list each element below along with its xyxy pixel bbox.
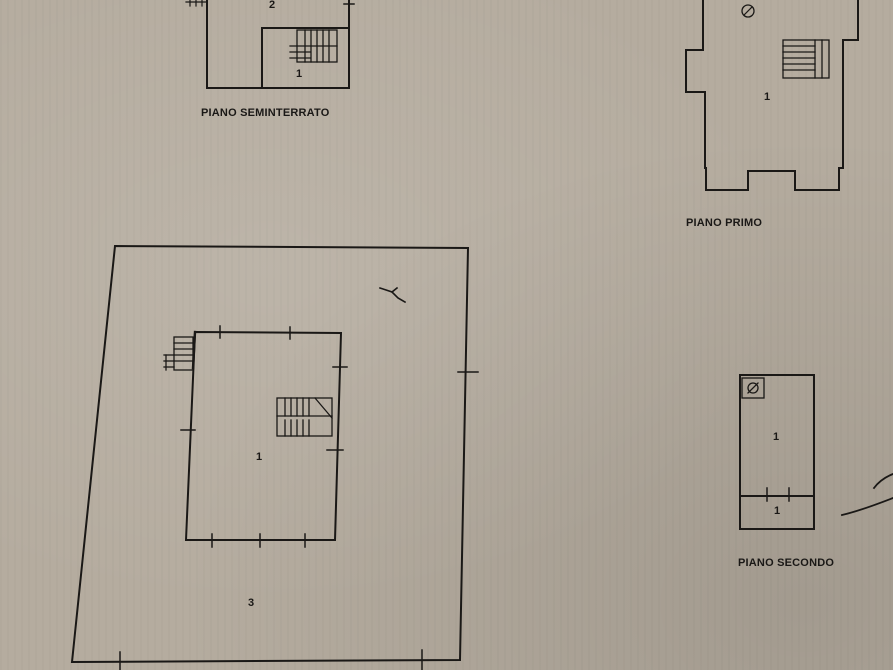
plan-secondo	[739, 374, 815, 530]
stairs-icon	[276, 397, 333, 437]
room-number-seminterrato-2: 2	[269, 0, 276, 11]
room-number-primo-1: 1	[764, 91, 771, 103]
seminterrato-outline	[206, 0, 350, 89]
external-stairs-icon	[163, 336, 194, 371]
plan-terra	[70, 244, 479, 670]
stairs-icon	[289, 29, 338, 63]
plan-seminterrato	[185, 0, 355, 89]
spiral-stair-icon	[741, 4, 755, 18]
lot-boundary	[70, 244, 470, 664]
stairs-icon	[782, 39, 830, 79]
title-piano-seminterrato: PIANO SEMINTERRATO	[201, 107, 330, 119]
wall-ticks	[766, 487, 790, 502]
primo-outline	[685, 0, 859, 191]
title-piano-primo: PIANO PRIMO	[686, 217, 763, 229]
room-number-seminterrato-1: 1	[296, 68, 303, 80]
room-number-secondo-1-lower: 1	[774, 505, 781, 517]
room-number-terra-3: 3	[248, 597, 255, 609]
room-number-terra-1: 1	[256, 451, 263, 463]
pen-stroke	[840, 473, 893, 517]
pen-mark	[378, 286, 407, 304]
secondo-outline	[739, 374, 815, 530]
plan-primo	[685, 0, 859, 191]
wall-ticks	[180, 325, 348, 548]
small-stairs-icon	[185, 0, 208, 7]
building-outline	[184, 330, 343, 541]
title-piano-secondo: PIANO SECONDO	[738, 557, 835, 569]
room-number-secondo-1: 1	[773, 431, 780, 443]
spiral-stair-icon	[741, 377, 765, 399]
